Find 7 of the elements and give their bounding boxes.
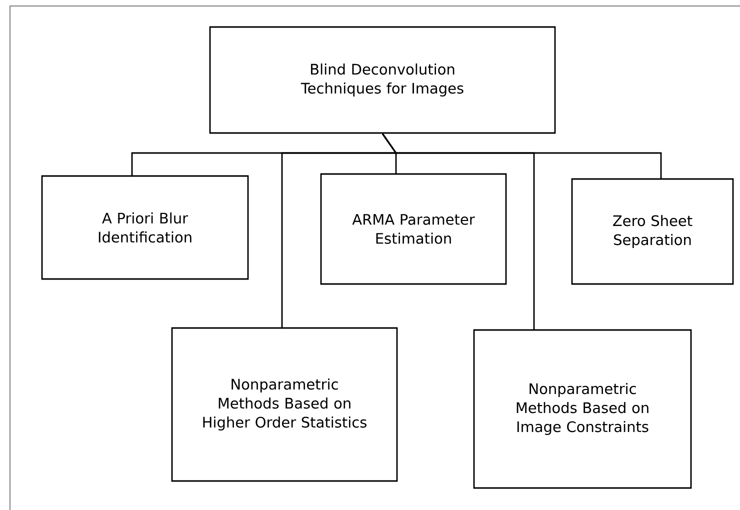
- method-box: A Priori Blur Identification: [41, 175, 249, 280]
- method-box: ARMA Parameter Estimation: [320, 173, 507, 285]
- method-box: Nonparametric Methods Based on Image Constraints: [473, 329, 692, 489]
- method-box: Blind Deconvolution Techniques for Images: [209, 26, 556, 134]
- method-box: Zero Sheet Separation: [571, 178, 734, 285]
- connector-line: [382, 133, 662, 179]
- method-box: Nonparametric Methods Based on Higher Order Statistics: [171, 327, 398, 482]
